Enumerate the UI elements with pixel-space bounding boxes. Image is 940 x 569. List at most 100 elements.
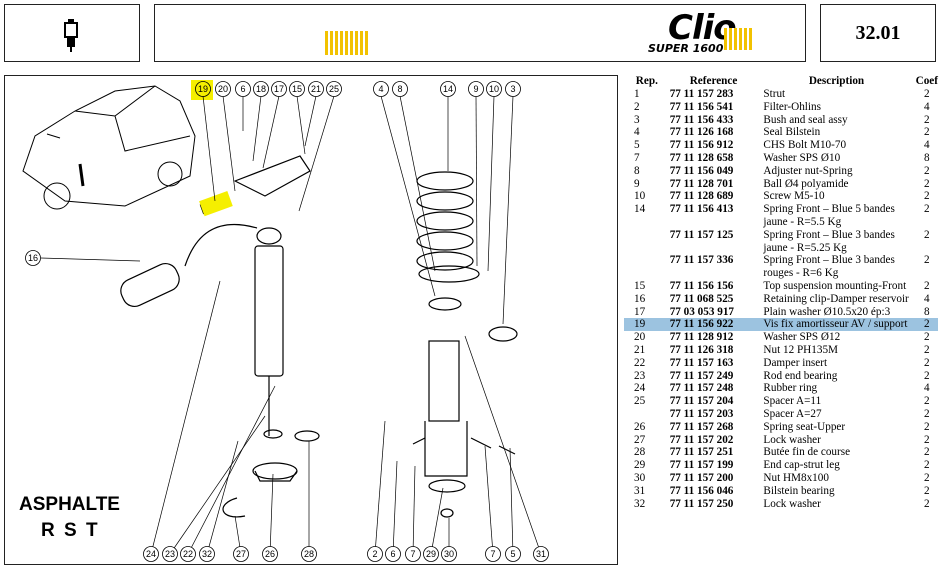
cell-ref: 77 11 157 199 bbox=[669, 459, 734, 472]
callout-14: 14 bbox=[443, 84, 453, 94]
cell-desc: Lock washer bbox=[763, 497, 821, 510]
cell-coef: 2 bbox=[924, 459, 930, 472]
header-icon-box bbox=[4, 4, 140, 62]
callout-28: 28 bbox=[304, 549, 314, 559]
cell-rep: 23 bbox=[634, 369, 646, 382]
cell-desc: Spacer A=11 bbox=[763, 395, 822, 408]
cell-ref: 77 11 157 204 bbox=[669, 395, 734, 408]
callout-29: 29 bbox=[426, 549, 436, 559]
suspension-drawing: 19 20 6 18 17 15 21 25 4 8 14 9 10 3 16 … bbox=[22, 80, 549, 562]
cell-desc: Adjuster nut-Spring bbox=[763, 164, 853, 177]
cell-coef: 2 bbox=[924, 407, 930, 420]
callout-27: 27 bbox=[236, 549, 246, 559]
cell-rep: 26 bbox=[634, 420, 646, 433]
cell-ref: 77 11 157 163 bbox=[669, 356, 734, 369]
cell-coef: 4 bbox=[924, 100, 930, 113]
header-reference: Reference bbox=[689, 74, 738, 87]
header-rep: Rep. bbox=[635, 74, 658, 87]
header-description: Description bbox=[808, 74, 865, 87]
cell-rep: 4 bbox=[634, 126, 640, 139]
cell-rep: 3 bbox=[634, 113, 640, 126]
cell-rep: 22 bbox=[634, 356, 646, 369]
header-logo-box bbox=[154, 4, 806, 62]
cell-desc: Filter-Ohlins bbox=[763, 100, 821, 113]
cell-ref: 77 11 157 251 bbox=[669, 446, 734, 459]
cell-ref: 77 03 053 917 bbox=[669, 305, 735, 318]
cell-coef: 2 bbox=[924, 279, 930, 292]
cell-rep: 27 bbox=[634, 433, 646, 446]
callout-32: 32 bbox=[202, 549, 212, 559]
super-1600-logo: SUPER 1600 bbox=[648, 42, 724, 55]
cell-rep bbox=[624, 254, 670, 280]
callout-30: 30 bbox=[444, 549, 454, 559]
cell-coef: 2 bbox=[924, 203, 930, 216]
cell-coef: 2 bbox=[924, 433, 930, 446]
cell-desc: Spring Front – Blue 5 bandes jaune - R=5… bbox=[763, 203, 895, 228]
cell-desc: Bilstein bearing bbox=[763, 484, 835, 497]
cell-coef: 8 bbox=[924, 151, 930, 164]
cell-ref: 77 11 128 689 bbox=[669, 190, 734, 203]
cell-coef: 2 bbox=[924, 420, 930, 433]
cell-rep: 2 bbox=[634, 100, 640, 113]
right-strut bbox=[412, 171, 518, 518]
callout-10: 10 bbox=[489, 84, 499, 94]
brand-stripes bbox=[325, 31, 369, 55]
cell-ref: 77 11 128 701 bbox=[669, 177, 734, 190]
cell-ref: 77 11 157 248 bbox=[669, 382, 734, 395]
cell-rep: 5 bbox=[634, 139, 640, 152]
cell-ref: 77 11 156 046 bbox=[669, 484, 734, 497]
cell-rep: 8 bbox=[634, 164, 640, 177]
cell-coef: 4 bbox=[924, 382, 930, 395]
cell-coef: 4 bbox=[924, 139, 930, 152]
cell-ref: 77 11 157 202 bbox=[669, 433, 734, 446]
cell-rep: 31 bbox=[634, 484, 646, 497]
callout-9: 9 bbox=[473, 84, 478, 94]
callout-19: 19 bbox=[198, 84, 208, 94]
cell-coef: 2 bbox=[924, 356, 930, 369]
cell-rep: 19 bbox=[624, 318, 670, 332]
cell-ref: 77 11 126 318 bbox=[669, 343, 734, 356]
cell-rep: 10 bbox=[634, 190, 646, 203]
cell-ref: 77 11 126 168 bbox=[669, 126, 734, 139]
cell-coef: 2 bbox=[924, 343, 930, 356]
cell-desc: Butée fin de course bbox=[763, 446, 851, 459]
cell-desc: Washer SPS Ø10 bbox=[763, 151, 841, 164]
cell-rep: 16 bbox=[634, 292, 646, 305]
cell-desc: Rod end bearing bbox=[763, 369, 838, 382]
cell-coef: 2 bbox=[924, 254, 930, 267]
cell-desc: Spring Front – Blue 3 bandes jaune - R=5… bbox=[763, 228, 895, 254]
callout-21: 21 bbox=[311, 84, 321, 94]
